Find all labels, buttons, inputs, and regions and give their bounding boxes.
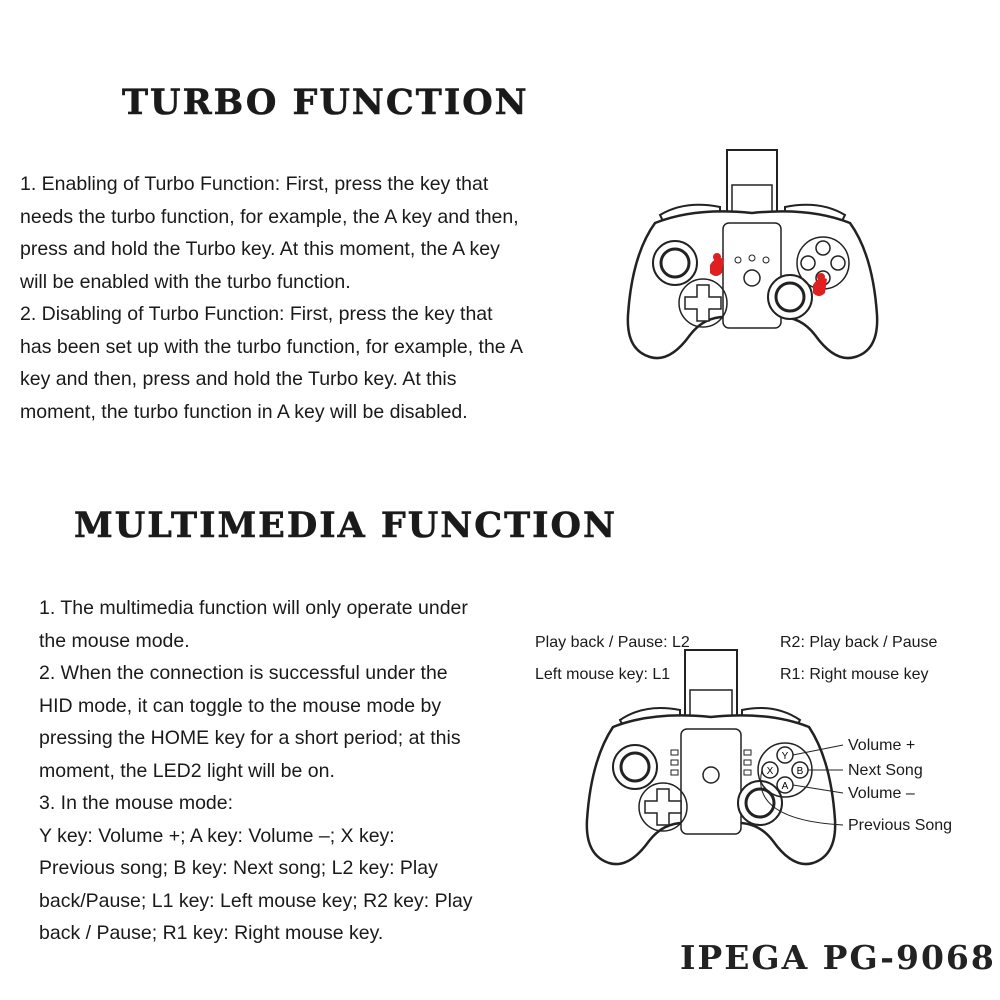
label-volume-up: Volume + [848,737,916,754]
text-line: has been set up with the turbo function,… [20,335,523,358]
text-line: Y key: Volume +; A key: Volume –; X key: [39,824,395,847]
label-previous-song: Previous Song [848,817,953,834]
x-button-label: X [767,766,774,777]
brand-model: IPEGA PG-9068 [680,938,996,977]
turbo-instructions: 1. Enabling of Turbo Function: First, pr… [20,168,590,428]
text-line: 3. In the mouse mode: [39,792,234,814]
label-r1: R1: Right mouse key [780,666,929,683]
text-line: back/Pause; L1 key: Left mouse key; R2 k… [39,889,473,912]
text-line: 2. Disabling of Turbo Function: First, p… [20,303,493,325]
label-r2: R2: Play back / Pause [780,634,938,651]
multimedia-controller-diagram: Y X B A [585,649,844,866]
turbo-controller-diagram [626,149,879,360]
text-line: will be enabled with the turbo function. [20,270,351,293]
text-line: 2. When the connection is successful und… [39,662,448,684]
b-button-label: B [797,766,804,777]
label-l1: Left mouse key: L1 [535,666,671,683]
label-l2: Play back / Pause: L2 [535,634,690,651]
text-line: needs the turbo function, for example, t… [20,205,519,228]
multimedia-instructions: 1. The multimedia function will only ope… [39,592,559,950]
text-line: key and then, press and hold the Turbo k… [20,368,457,390]
text-line: 1. Enabling of Turbo Function: First, pr… [20,173,489,195]
turbo-function-heading: TURBO FUNCTION [122,82,529,124]
text-line: press and hold the Turbo key. At this mo… [20,238,500,260]
text-line: HID mode, it can toggle to the mouse mod… [39,694,442,717]
label-next-song: Next Song [848,762,923,779]
text-line: back / Pause; R1 key: Right mouse key. [39,922,384,944]
text-line: pressing the HOME key for a short period… [39,727,461,749]
y-button-label: Y [782,751,789,762]
text-line: the mouse mode. [39,629,190,652]
label-volume-down: Volume – [848,785,915,802]
text-line: Previous song; B key: Next song; L2 key:… [39,857,438,879]
text-line: moment, the LED2 light will be on. [39,759,335,782]
multimedia-function-heading: MULTIMEDIA FUNCTION [74,505,618,547]
text-line: 1. The multimedia function will only ope… [39,597,468,619]
text-line: moment, the turbo function in A key will… [20,400,468,423]
a-button-label: A [782,781,789,792]
